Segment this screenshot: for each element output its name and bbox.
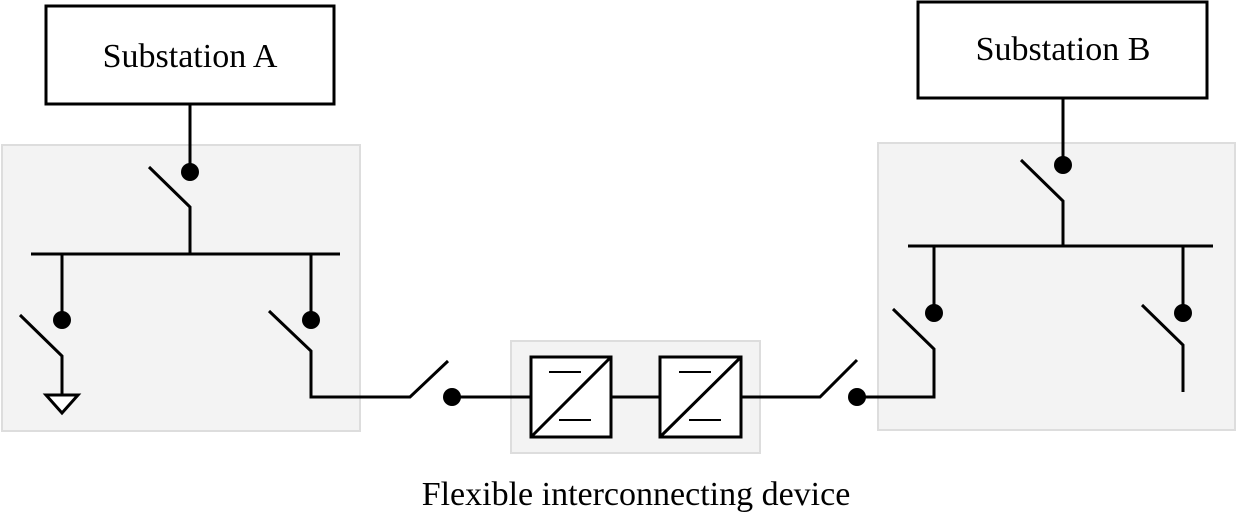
switch-contact <box>1174 304 1192 322</box>
substation-a-box <box>44 4 336 106</box>
switch-contact <box>53 311 71 329</box>
flexible-interconnecting-device <box>529 355 859 439</box>
switch-contact <box>1054 156 1072 174</box>
switch-contact <box>925 304 943 322</box>
ground-icon <box>42 393 82 416</box>
switch-contact <box>181 163 199 181</box>
substation-a-label: Substation A <box>103 38 278 75</box>
substation-a-panel <box>1 144 361 432</box>
switch-contact <box>302 311 320 329</box>
switch-contact <box>848 388 866 406</box>
substation-a: Substation A <box>18 4 450 416</box>
substation-b-panel <box>877 142 1236 431</box>
substation-b: Substation B <box>848 0 1213 406</box>
substation-b-label: Substation B <box>976 31 1151 68</box>
device-label: Flexible interconnecting device <box>422 476 851 513</box>
converter-icon <box>658 355 743 439</box>
converter-icon <box>529 355 613 439</box>
substation-b-box <box>916 0 1209 100</box>
